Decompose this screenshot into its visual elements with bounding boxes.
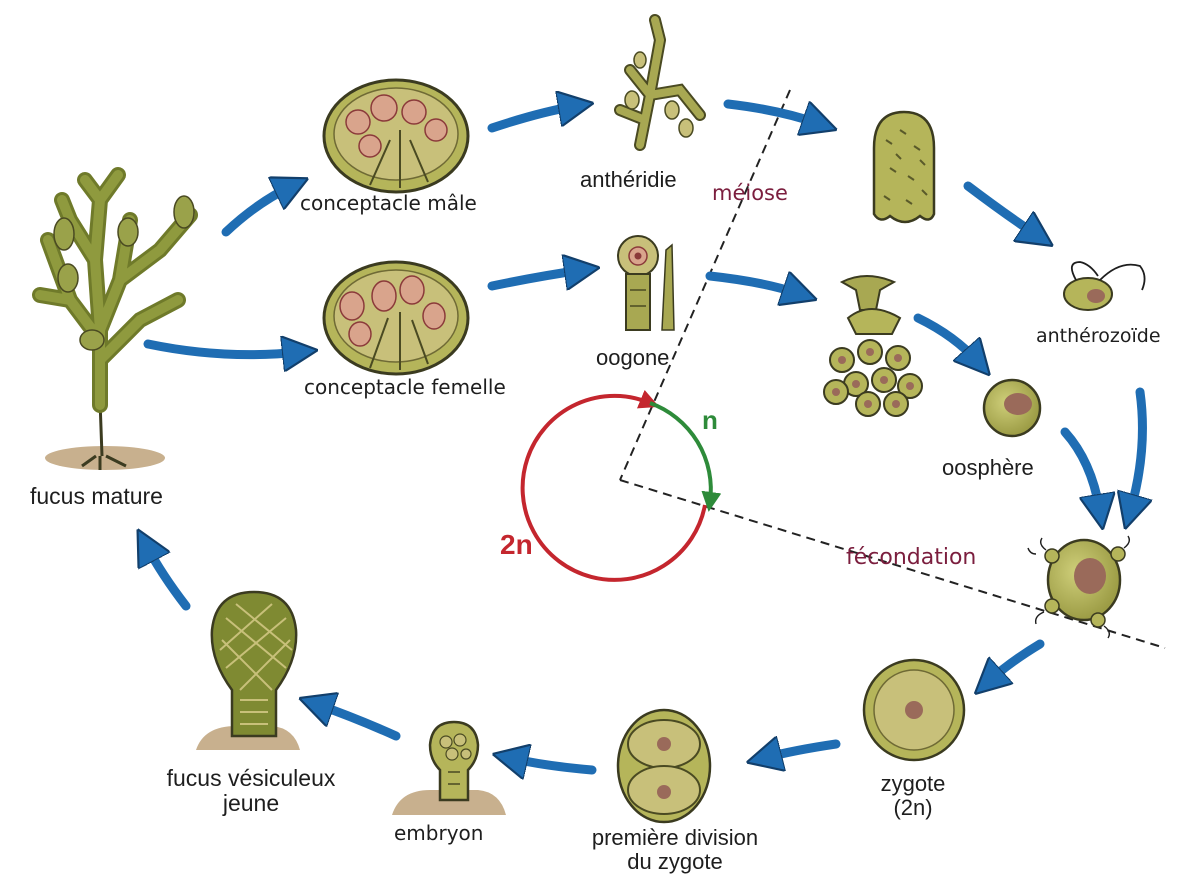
- oogone-illustration: [617, 235, 675, 331]
- label-embryon: embryon: [394, 821, 484, 845]
- label-oosphere: oosphère: [942, 455, 1034, 480]
- haploid-arc: [649, 401, 722, 512]
- arrow-to-conceptacle-male: [221, 186, 292, 237]
- conceptacle-male-illustration: [322, 78, 470, 194]
- label-conceptacle-femelle: conceptacle femelle: [304, 375, 506, 399]
- embryon-illustration: [392, 720, 506, 815]
- arrow-to-antherozoide: [963, 181, 1038, 236]
- conceptacle-femelle-illustration: [322, 260, 470, 376]
- arrow-to-oogone-released: [705, 276, 800, 294]
- arrow-to-fucus-mature: [146, 545, 191, 611]
- arrow-to-antheridie: [487, 106, 576, 133]
- diploid-arc: [520, 389, 707, 582]
- label-antheridie: anthéridie: [580, 167, 677, 192]
- label-zygote-name: zygote: [880, 771, 946, 796]
- label-antherozoide: anthérozoïde: [1036, 325, 1161, 347]
- arrow-antherozoide-to-fecondation: [1130, 387, 1142, 512]
- fecondation-illustration: [1027, 535, 1131, 639]
- antheridie-released-illustration: [872, 110, 936, 224]
- meiose-line: [619, 89, 791, 481]
- zygote-illustration: [862, 658, 966, 762]
- label-fucus-mature: fucus mature: [30, 483, 163, 509]
- arrow-oosphere-to-fecondation: [1060, 427, 1100, 512]
- label-premiere-division-line2: du zygote: [627, 849, 723, 875]
- arrow-to-premiere-division: [764, 744, 841, 758]
- label-zygote-ploidy: (2n): [893, 795, 933, 821]
- label-conceptacle-male: conceptacle mâle: [300, 191, 477, 215]
- label-zygote: zygote (2n): [858, 771, 968, 821]
- label-fucus-jeune: fucus vésiculeux jeune: [146, 765, 356, 817]
- antheridie-illustration: [614, 14, 706, 151]
- label-ploidy-2n: 2n: [500, 529, 533, 560]
- label-fucus-jeune-line2: jeune: [222, 790, 280, 817]
- ploidy-circle: [520, 389, 722, 582]
- label-meiose: méiose: [712, 181, 788, 205]
- label-fecondation: fécondation: [846, 545, 977, 570]
- arrow-to-embryon: [510, 758, 597, 770]
- arrow-to-oogone: [487, 270, 582, 291]
- antherozoide-illustration: [1063, 261, 1146, 311]
- premiere-division-illustration: [616, 708, 712, 824]
- fucus-jeune-illustration: [196, 590, 300, 750]
- arrow-to-fucus-jeune: [316, 704, 401, 741]
- arrow-to-oosphere: [913, 313, 978, 362]
- label-premiere-division: première division du zygote: [560, 825, 790, 875]
- arrow-to-antheridie-released: [723, 99, 820, 124]
- arrow-to-conceptacle-femelle: [143, 344, 300, 355]
- cycle-arrows: [146, 104, 1142, 770]
- label-fucus-jeune-line1: fucus vésiculeux: [166, 765, 336, 791]
- label-ploidy-n: n: [702, 405, 718, 435]
- fucus-mature-illustration: [32, 167, 198, 470]
- oogone-released-illustration: [823, 275, 923, 417]
- oosphere-illustration: [982, 378, 1042, 438]
- arrow-to-zygote: [988, 639, 1045, 682]
- label-oogone: oogone: [596, 345, 670, 370]
- label-premiere-division-line1: première division: [591, 825, 759, 850]
